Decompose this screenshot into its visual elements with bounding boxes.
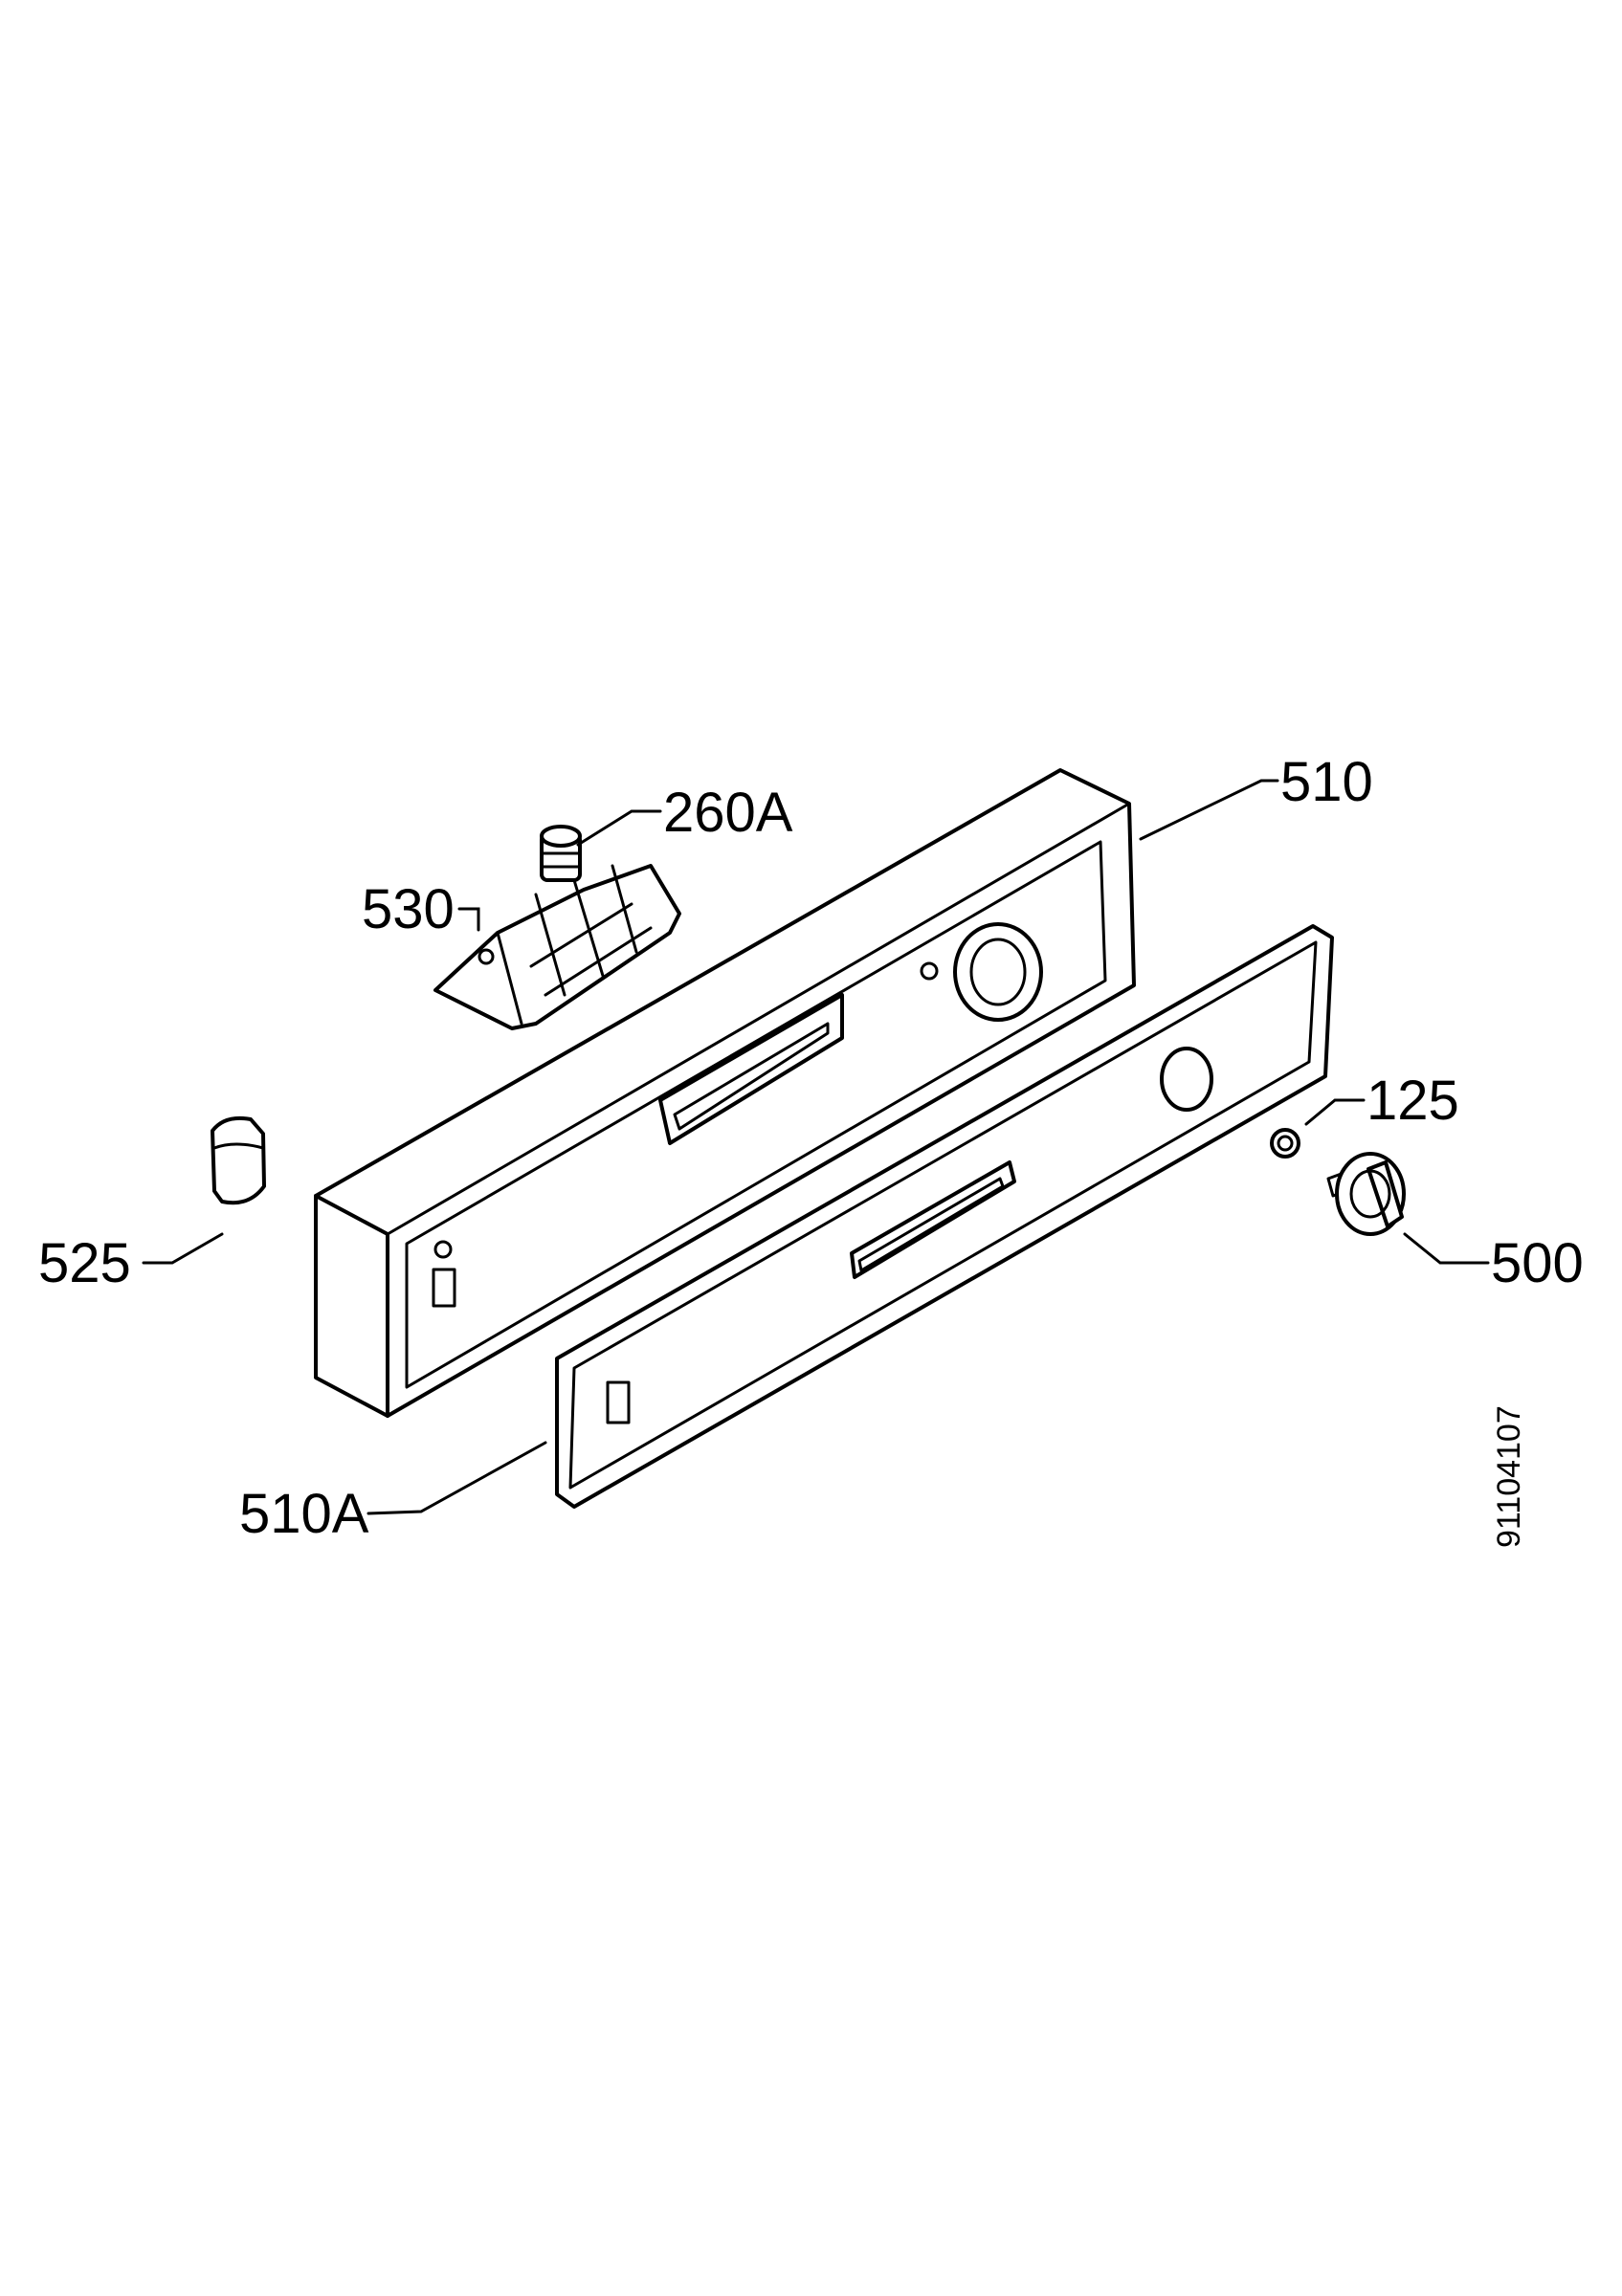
label-510a: 510A [239, 1483, 369, 1545]
label-525: 525 [38, 1232, 131, 1294]
part-530-bracket [433, 864, 681, 1030]
leader-530 [457, 907, 480, 932]
label-500: 500 [1491, 1232, 1584, 1294]
leader-525 [142, 1232, 224, 1265]
label-530: 530 [362, 878, 455, 940]
part-125-grommet [1270, 1128, 1300, 1159]
part-510-control-panel [314, 768, 1136, 1418]
label-125: 125 [1366, 1070, 1459, 1132]
leader-lines [142, 779, 1490, 1515]
drawing-code: 91104107 [1491, 1405, 1527, 1548]
leader-510 [1139, 779, 1279, 841]
label-510: 510 [1280, 751, 1373, 813]
part-510a-facia-panel [555, 924, 1334, 1509]
part-260a-bush [540, 825, 582, 882]
leader-510a [367, 1441, 547, 1515]
leader-260a [576, 809, 662, 847]
label-260a: 260A [663, 782, 793, 844]
part-525-button-cap [211, 1115, 266, 1205]
leader-500 [1403, 1232, 1490, 1265]
part-500-control-knob [1326, 1152, 1406, 1236]
leader-125 [1304, 1098, 1366, 1126]
